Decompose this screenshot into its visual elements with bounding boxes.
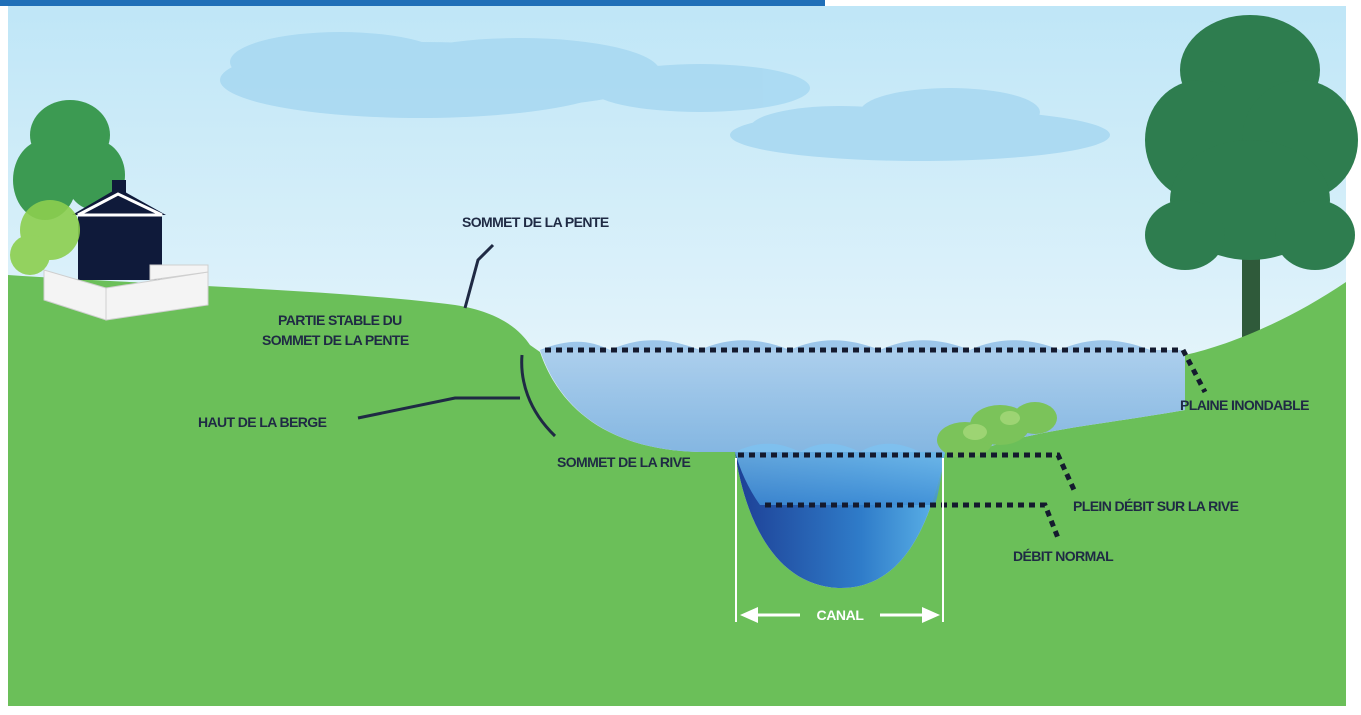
cloud-left <box>220 32 810 118</box>
channel-arrow-right <box>880 607 940 623</box>
label-channel: CANAL <box>817 607 865 623</box>
tree-right <box>1145 15 1358 345</box>
label-stable-top-line1: PARTIE STABLE DU <box>278 312 402 328</box>
upper-bank-pointer <box>357 396 520 420</box>
upper-bank-brace <box>520 354 557 438</box>
shrubs-highlight <box>963 411 1020 440</box>
slope-pointer <box>463 243 495 309</box>
channel-water-surface <box>735 443 945 452</box>
label-top-of-shore: SOMMET DE LA RIVE <box>557 454 690 470</box>
house <box>72 180 166 280</box>
label-top-of-slope: SOMMET DE LA PENTE <box>462 214 609 230</box>
channel-arrow-left <box>740 607 800 623</box>
bankfull-water-band <box>735 452 945 505</box>
normal-flow-line <box>765 502 1061 539</box>
label-upper-bank: HAUT DE LA BERGE <box>198 414 327 430</box>
label-bankfull-flow: PLEIN DÉBIT SUR LA RIVE <box>1073 498 1239 514</box>
label-floodplain: PLAINE INONDABLE <box>1180 397 1309 413</box>
floodplain-line <box>545 347 1208 394</box>
tree-left <box>13 100 125 220</box>
label-normal-flow: DÉBIT NORMAL <box>1013 548 1114 564</box>
header-bar <box>0 0 825 6</box>
label-stable-top-line2: SOMMET DE LA PENTE <box>262 332 409 348</box>
cloud-right <box>730 88 1110 161</box>
ground <box>8 275 1346 706</box>
fence <box>43 264 209 321</box>
bush-left <box>10 200 80 275</box>
bankfull-line <box>738 452 1078 494</box>
